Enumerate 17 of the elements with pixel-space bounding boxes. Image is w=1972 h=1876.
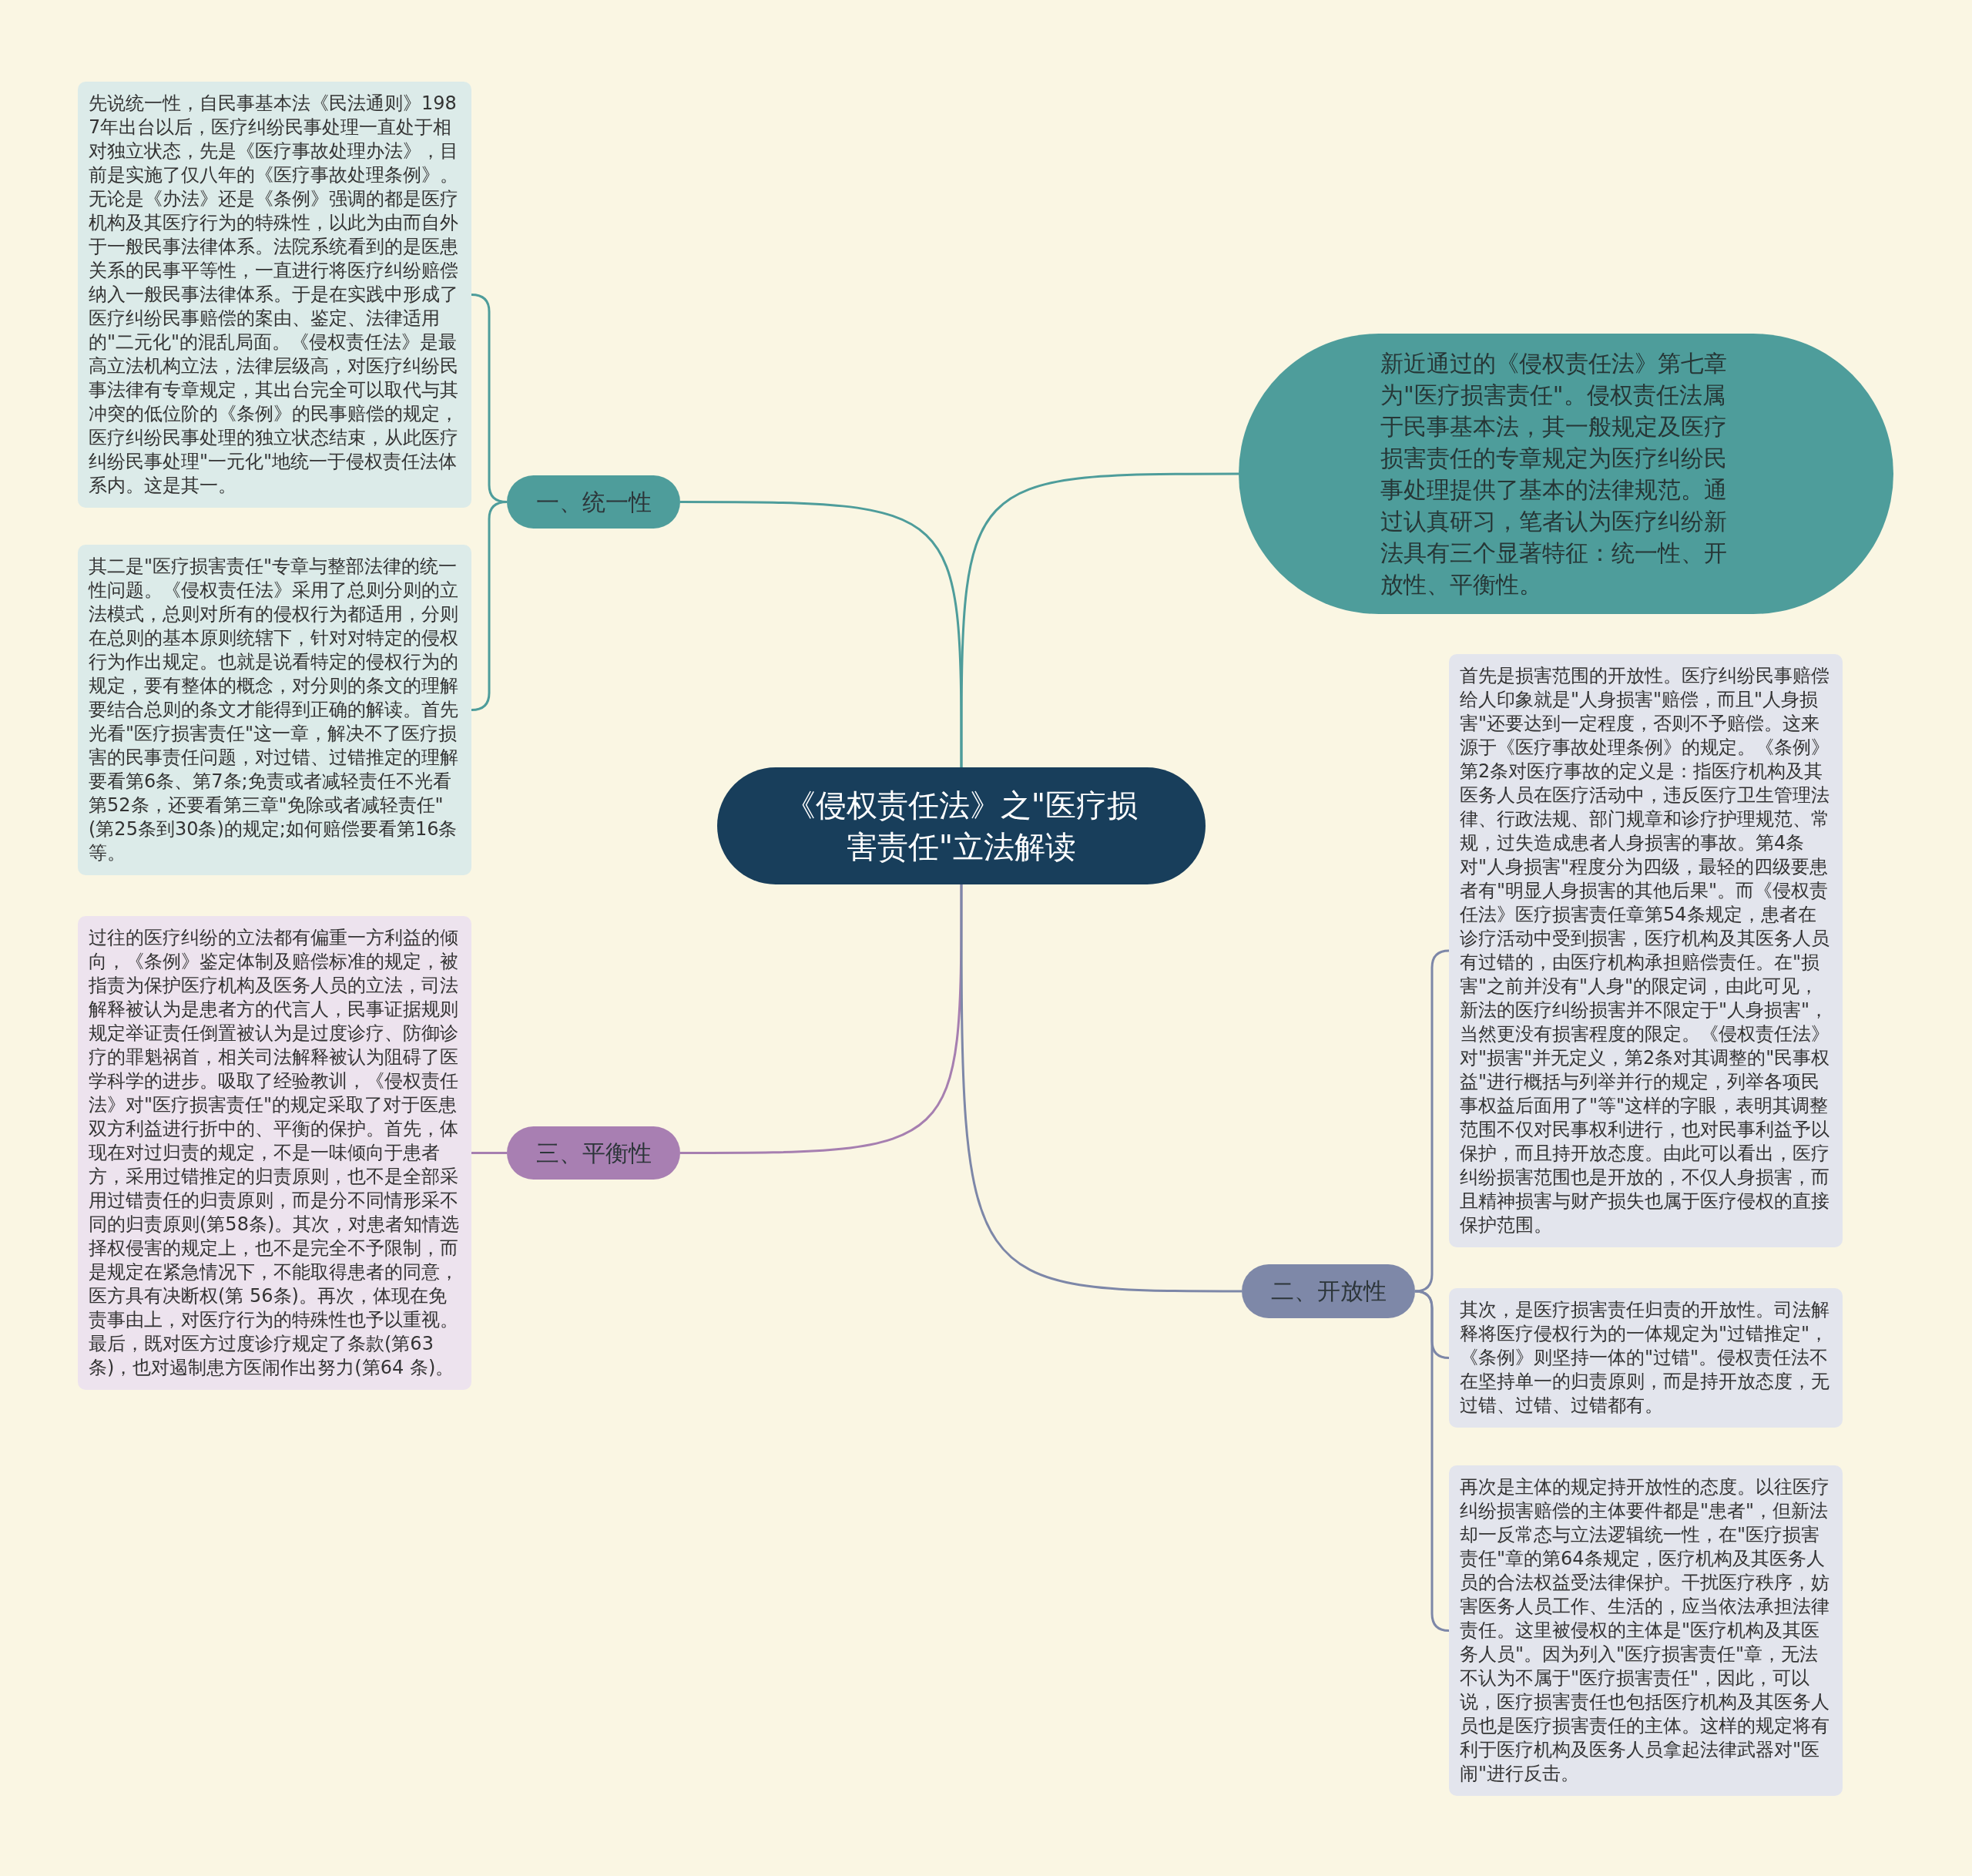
note-text: 首先是损害范围的开放性。医疗纠纷民事赔偿给人印象就是"人身损害"赔偿，而且"人身损害"还要达到一定程度，否则不予赔偿。这来源于《医疗事故处理条例》的规定。《条例》第2条对医疗事故的定义是：指医疗机构及其医务人员在医疗活动中，违反医疗卫生管理法律、行政法规、部门规章和诊疗护理规范、常规，过失造成患者人身损害的事故。第4条对"人身损害"程度分为四级，最轻的四级要患者有"明显人身损害的其他后果"。而《侵权责任法》医疗损害责任章第54条规定，患者在诊疗活动中受到损害，医疗机构及其医务人员有过错的，由医疗机构承担赔偿责任。在"损害"之前并没有"人身"的限定词，由此可见，新法的医疗纠纷损害并不限定于"人身损害"，当然更没有损害程度的限定。《侵权责任法》对"损害"并无定义，第2条对其调整的"民事权益"进行概括与列举并行的规定，列举各项民事权益后面用了"等"这样的字眼，表明其调整范围不仅对民事权利进行，也对民事利益予以保护，而且持开放态度。由此可以看出，医疗纠纷损害范围也是开放的，不仅人身损害，而且精神损害与财产损失也属于医疗侵权的直接保护范围。 bbox=[1460, 664, 1831, 1237]
connector-line bbox=[960, 884, 1242, 1293]
topic-text: 《侵权责任法》之"医疗损害责任"立法解读 bbox=[783, 787, 1139, 866]
branch-text: 二、开放性 bbox=[1269, 1277, 1387, 1306]
connector-line bbox=[680, 501, 963, 767]
connector-line bbox=[471, 1152, 507, 1154]
connector-line bbox=[960, 472, 1239, 767]
summary-text: 新近通过的《侵权责任法》第七章为"医疗损害责任"。侵权责任法属于民事基本法，其一般规定及医疗损害责任的专章规定为医疗纠纷民事处理提供了基本的法律规范。通过认真研习，笔者认为医疗纠纷新法具有三个显著特征：统一性、开放性、平衡性。 bbox=[1380, 349, 1728, 599]
connector-line bbox=[680, 884, 963, 1154]
note-text: 先说统一性，自民事基本法《民法通则》1987年出台以后，医疗纠纷民事处理一直处于相对独立状态，先是《医疗事故处理办法》，目前是实施了仅八年的《医疗事故处理条例》。无论是《办法》还是《条例》强调的都是医疗机构及其医疗行为的特殊性，以此为由而自外于一般民事法律体系。法院系统看到的是医患关系的民事平等性，一直进行将医疗纠纷赔偿纳入一般民事法律体系。于是在实践中形成了医疗纠纷民事赔偿的案由、鉴定、法律适用的"二元化"的混乱局面。《侵权责任法》是最高立法机构立法，法律层级高，对医疗纠纷民事法律有专章规定，其出台完全可以取代与其冲突的低位阶的《条例》的民事赔偿的规定，医疗纠纷民事处理的独立状态结束，从此医疗纠纷民事处理"一元化"地统一于侵权责任法体系内。这是其一。 bbox=[89, 92, 459, 498]
note-text: 其次，是医疗损害责任归责的开放性。司法解释将医疗侵权行为的一体规定为"过错推定"，《条例》则坚持一体的"过错"。侵权责任法不在坚持单一的归责原则，而是持开放态度，无过错、过错、过错都有。 bbox=[1460, 1298, 1830, 1418]
note-card bbox=[1449, 1288, 1843, 1428]
branch-text: 一、统一性 bbox=[535, 487, 652, 517]
note-text: 再次是主体的规定持开放性的态度。以往医疗纠纷损害赔偿的主体要件都是"患者"，但新法却一反常态与立法逻辑统一性，在"医疗损害责任"章的第64条规定，医疗机构及其医务人员的合法权益受法律保护。干扰医疗秩序，妨害医务人员工作、生活的，应当依法承担法律责任。这里被侵权的主体是"医疗机构及其医务人员"。因为列入"医疗损害责任"章，无法不认为不属于"医疗损害责任"，因此，可以说，医疗损害责任也包括医疗机构及其医务人员也是医疗损害责任的主体。这样的规定将有利于医疗机构及医务人员拿起法律武器对"医闹"进行反击。 bbox=[1460, 1475, 1830, 1786]
note-text: 过往的医疗纠纷的立法都有偏重一方利益的倾向，《条例》鉴定体制及赔偿标准的规定，被指责为保护医疗机构及医务人员的立法，司法解释被认为是患者方的代言人，民事证据规则规定举证责任倒置被认为是过度诊疗、防御诊疗的罪魁祸首，相关司法解释被认为阻碍了医学科学的进步。吸取了经验教训，《侵权责任法》对"医疗损害责任"的规定采取了对于医患双方利益进行折中的、平衡的保护。首先，体现在对过归责的规定，不是一味倾向于患者方，采用过错推定的归责原则，也不是全部采用过错责任的归责原则，而是分不同情形采不同的归责原则(第58条)。其次，对患者知情选择权侵害的规定上，也不是完全不予限制，而是规定在紧急情况下，不能取得患者的同意，医方具有决断权(第 56条)。再次，体现在免责事由上，对医疗行为的特殊性也予以重视。最后，既对医方过度诊疗规定了条款(第63条)，也对遏制患方医闹作出努力(第64 条)。 bbox=[89, 926, 461, 1380]
branch-text: 三、平衡性 bbox=[535, 1138, 652, 1168]
note-text: 其二是"医疗损害责任"专章与整部法律的统一性问题。《侵权责任法》采用了总则分则的立法模式，总则对所有的侵权行为都适用，分则在总则的基本原则统辖下，针对对特定的侵权行为作出规定。也就是说看特定的侵权行为的规定，要有整体的概念，对分则的条文的理解要结合总则的条文才能得到正确的解读。首先光看"医疗损害责任"这一章，解决不了医疗损害的民事责任问题，对过错、过错推定的理解要看第6条、第7条;免责或者减轻责任不光看第52条，还要看第三章"免除或者减轻责任"(第25条到30条)的规定;如何赔偿要看第16条等。 bbox=[89, 555, 459, 865]
